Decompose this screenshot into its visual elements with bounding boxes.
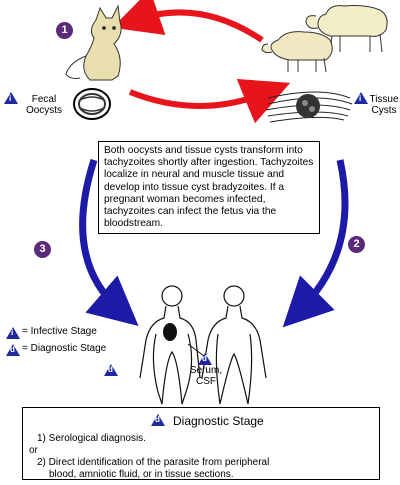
lifecycle-description-text: Both oocysts and tissue cysts transform … [104,145,314,230]
diagnostic-stage-title: Diagnostic Stage [173,414,264,428]
diagnostic-triangle-icon [104,364,118,376]
infective-triangle-icon [4,92,18,104]
diagnostic-triangle-icon [6,344,20,356]
lifecycle-description-box: Both oocysts and tissue cysts transform … [98,141,320,235]
blue-arrow-left [79,158,139,327]
infective-marker-letter: i [359,94,362,103]
diagnostic-triangle-icon [151,414,165,426]
cat-illustration [65,4,122,81]
woman-figure [139,285,201,405]
pig-illustration [261,31,333,73]
specimen-pointer [187,343,205,357]
legend-infective-letter: i [11,328,14,337]
step-2-circle: 2 [348,236,365,253]
specimen-label: Serum, CSF [189,365,223,387]
tissue-cysts-label: Tissue Cysts [369,94,399,116]
infective-triangle-icon [6,327,20,339]
man-figure [201,285,267,405]
legend-diagnostic-letter: d [10,345,15,354]
diagnostic-method-2: 2) Direct identification of the parasite… [37,457,270,468]
specimen-diagnostic-marker: d [198,352,212,365]
legend-infective-label: = Infective Stage [22,326,97,337]
woman-diagnostic-marker: d [104,363,118,376]
step-1-number: 1 [61,24,68,36]
fecal-oocysts-label: Fecal Oocysts [25,94,63,116]
legend-infective-marker: i [6,326,20,339]
infective-triangle-icon [354,92,368,104]
woman-diagnostic-letter: d [108,365,113,374]
step-3-circle: 3 [34,241,51,258]
red-arrow-top [112,0,264,43]
diagnostic-box-letter: d [155,415,160,424]
step-2-number: 2 [353,238,360,250]
legend-diagnostic-marker: d [6,343,20,356]
step-1-circle: 1 [56,22,73,39]
legend-diagnostic-label: = Diagnostic Stage [22,343,107,354]
oocyst-illustration [73,88,111,120]
blue-arrow-right [282,159,349,328]
diagnostic-stage-box: d Diagnostic Stage 1) Serological diagno… [22,407,380,480]
tissue-cyst-illustration [265,91,353,123]
specimen-diagnostic-letter: d [202,354,207,363]
diagnostic-box-marker: d [151,413,165,426]
red-arrow-bottom [128,78,291,124]
diagnostic-method-1: 1) Serological diagnosis. [37,433,146,444]
diagnostic-triangle-icon [198,353,212,365]
infective-marker-letter: i [9,94,12,103]
diagnostic-method-2-cont: blood, amniotic fluid, or in tissue sect… [49,469,234,480]
step-3-number: 3 [39,243,46,255]
diagnostic-or: or [29,445,38,456]
fetus-illustration [163,323,177,341]
